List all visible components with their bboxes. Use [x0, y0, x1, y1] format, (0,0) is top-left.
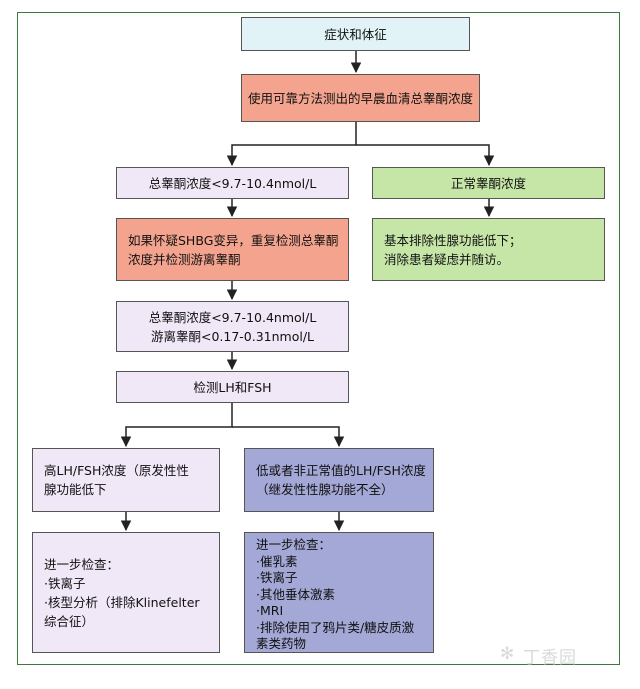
rule-out-line-1: 基本排除性腺功能低下；	[384, 232, 522, 248]
confirmed-line-1: 总睾酮浓度<9.7-10.4nmol/L	[148, 309, 317, 325]
high-lh-fsh-box: 高LH/FSH浓度（原发性性 腺功能低下	[32, 448, 220, 512]
confirmed-low-box: 总睾酮浓度<9.7-10.4nmol/L 游离睾酮<0.17-0.31nmol/…	[116, 301, 349, 352]
retest-line-2: 浓度并检测游离睾酮	[128, 251, 241, 267]
high-lh-line-1: 高LH/FSH浓度（原发性性	[44, 463, 189, 478]
lh-fsh-test-box: 检测LH和FSH	[116, 371, 349, 403]
primary-workup-line-3: ·核型分析（排除Klinefelter	[44, 594, 200, 610]
primary-workup-line-4: 综合征）	[44, 613, 95, 629]
symptoms-box: 症状和体征	[241, 17, 470, 51]
symptoms-text: 症状和体征	[324, 26, 387, 42]
secondary-workup-line-2: ·催乳素	[256, 553, 298, 569]
confirmed-line-2: 游离睾酮<0.17-0.31nmol/L	[150, 328, 315, 344]
secondary-workup-line-3: ·铁离子	[256, 570, 298, 585]
primary-workup-line-1: 进一步检查：	[44, 556, 120, 572]
arrow-test-to-normal	[356, 144, 495, 167]
normal-testosterone-box: 正常睾酮浓度	[372, 167, 605, 199]
low-lh-line-2: （继发性性腺功能不全）	[256, 482, 394, 497]
low-total-t-text: 总睾酮浓度<9.7-10.4nmol/L	[148, 175, 317, 191]
diagram-frame	[17, 12, 620, 665]
secondary-workup-line-5: ·MRI	[256, 603, 284, 618]
connector-test-split	[226, 122, 357, 167]
primary-workup-box: 进一步检查： ·铁离子 ·核型分析（排除Klinefelter 综合征）	[32, 532, 220, 653]
morning-testosterone-box: 使用可靠方法测出的早晨血清总睾酮浓度	[241, 74, 480, 122]
watermark: 丁香园	[523, 648, 577, 668]
arrow-lhfsh-to-low	[232, 426, 345, 448]
morning-test-text: 使用可靠方法测出的早晨血清总睾酮浓度	[247, 90, 473, 106]
low-lh-line-1: 低或者非正常值的LH/FSH浓度	[256, 463, 426, 478]
low-lh-fsh-box: 低或者非正常值的LH/FSH浓度 （继发性性腺功能不全）	[244, 448, 434, 512]
secondary-workup-line-1: 进一步检查：	[256, 537, 332, 552]
lh-fsh-text: 检测LH和FSH	[193, 379, 272, 395]
secondary-workup-box: 进一步检查： ·催乳素 ·铁离子 ·其他垂体激素 ·MRI ·排除使用了鸦片类/…	[244, 532, 434, 653]
secondary-workup-line-4: ·其他垂体激素	[256, 586, 335, 602]
retest-line-1: 如果怀疑SHBG变异，重复检测总睾酮	[128, 232, 339, 248]
secondary-workup-line-7: 素类药物	[256, 636, 307, 651]
normal-t-text: 正常睾酮浓度	[450, 175, 526, 191]
rule-out-line-2: 消除患者疑虑并随访。	[384, 251, 510, 267]
connector-lhfsh-split	[120, 403, 233, 448]
dandelion-logo-icon: ✻	[500, 644, 515, 664]
rule-out-box: 基本排除性腺功能低下； 消除患者疑虑并随访。	[372, 218, 605, 281]
low-total-testosterone-box: 总睾酮浓度<9.7-10.4nmol/L	[116, 167, 349, 199]
primary-workup-line-2: ·铁离子	[44, 575, 86, 591]
retest-shbg-box: 如果怀疑SHBG变异，重复检测总睾酮 浓度并检测游离睾酮	[116, 218, 349, 281]
secondary-workup-line-6: ·排除使用了鸦片类/糖皮质激	[256, 619, 415, 635]
high-lh-line-2: 腺功能低下	[44, 482, 107, 497]
